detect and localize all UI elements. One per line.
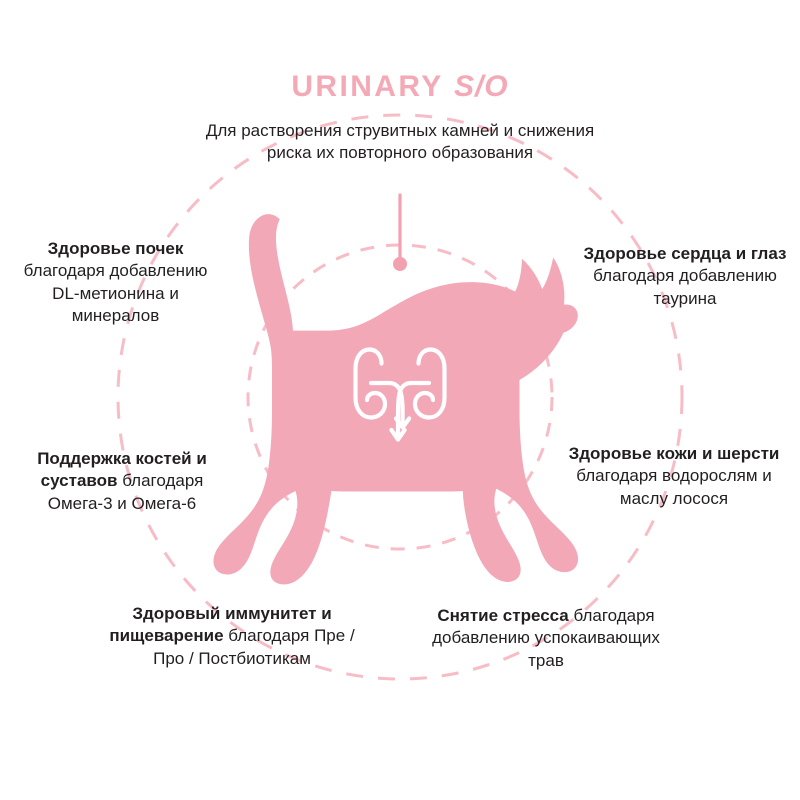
callout-heart-text: благодаря добавлению таурина [593,266,777,308]
callout-heart-eyes: Здоровье сердца и глаз благодаря добавле… [578,243,792,310]
callout-heart-title: Здоровье сердца и глаз [583,244,787,263]
callout-stress-title: Снятие стресса [437,606,569,625]
callout-skin-coat: Здоровье кожи и шерсти благодаря водорос… [552,443,796,510]
cat-silhouette [213,214,579,585]
callout-immunity-digestion: Здоровый иммунитет и пищеварение благода… [108,603,356,670]
dashed-circle-outer [116,113,684,681]
kidneys-icon [353,347,447,442]
callout-immune-title: Здоровый иммунитет и пищеварение [109,604,332,646]
callout-kidney-health: Здоровье почек благодаря добавлению DL-м… [8,238,223,328]
callout-stress-text: благодаря добавлению успокаивающих трав [432,606,660,670]
callout-bones-text: благодаря Омега-3 и Омега-6 [47,471,204,513]
callout-top-text: Для растворения струвитных камней и сниж… [205,121,595,163]
page-title: URINARY S/O [0,72,800,102]
callout-stress-relief: Снятие стресса благодаря добавлению успо… [423,605,669,672]
callout-top: Для растворения струвитных камней и сниж… [190,120,610,165]
callout-kidney-title: Здоровье почек [47,239,184,258]
callout-kidney-text: благодаря добавлению DL-метионина и мине… [23,261,208,326]
title-suffix: S/O [453,70,509,103]
pointer-line-with-dot [393,193,407,271]
callout-skin-text: благодаря водорослям и маслу лосося [576,466,772,508]
callout-bones-joints: Поддержка костей и суставов благодаря Ом… [8,448,236,515]
callout-skin-title: Здоровье кожи и шерсти [568,444,780,463]
title-main: URINARY [291,70,444,103]
callout-immune-text: благодаря Пре / Про / Постбиотикам [153,626,355,668]
callout-bones-title: Поддержка костей и суставов [37,449,207,491]
